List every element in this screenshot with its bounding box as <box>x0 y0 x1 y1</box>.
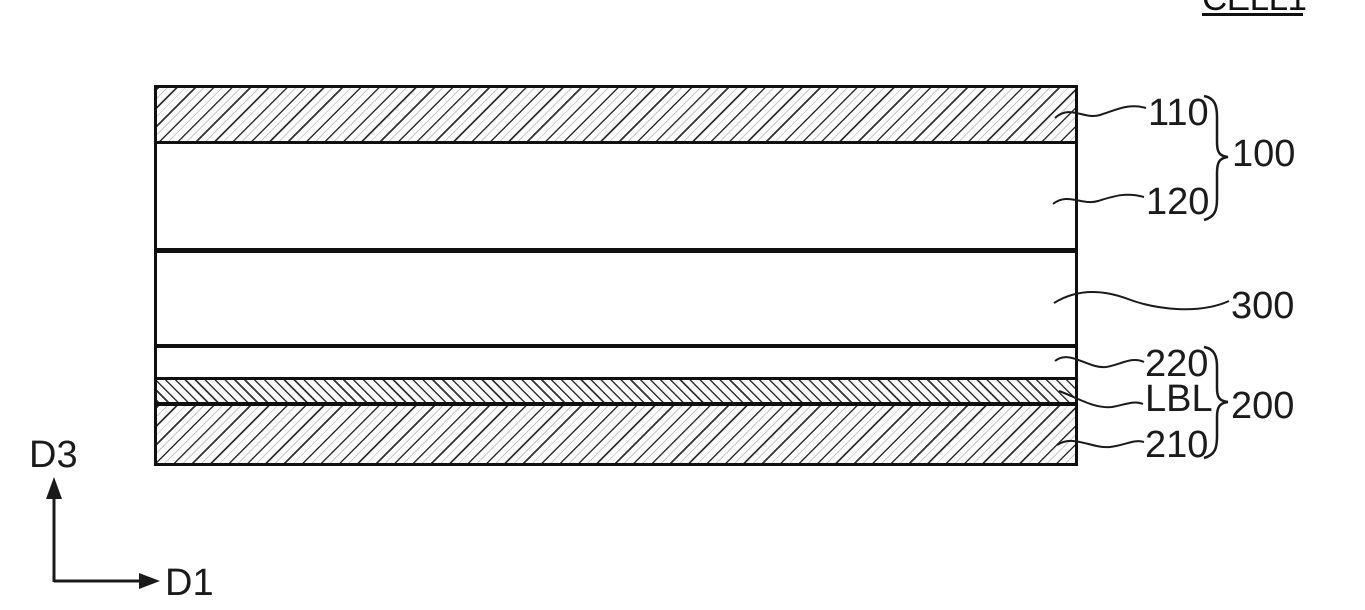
label-group-200: 200 <box>1231 385 1295 427</box>
label-layer-120: 120 <box>1146 181 1210 223</box>
layer-110 <box>157 88 1075 141</box>
label-layer-110: 110 <box>1148 92 1209 134</box>
layer-220 <box>157 348 1075 377</box>
layer-boundary-lbl-210 <box>157 402 1075 406</box>
label-layer-220: 220 <box>1145 343 1209 385</box>
label-axis-d3: D3 <box>29 434 78 476</box>
d3-axis-arrowhead <box>46 477 62 499</box>
leader-line-300 <box>1053 291 1230 311</box>
layer-boundary-300-220 <box>157 344 1075 348</box>
layer-boundary-120-300 <box>157 248 1075 253</box>
label-layer-lbl: LBL <box>1145 378 1213 420</box>
label-axis-d1: D1 <box>165 562 214 604</box>
label-layer-210: 210 <box>1145 424 1209 466</box>
label-group-100: 100 <box>1232 133 1296 175</box>
layer-300 <box>157 253 1075 344</box>
layer-lbl <box>157 380 1075 402</box>
axis-indicator <box>46 477 160 589</box>
d1-axis-arrowhead <box>139 573 160 589</box>
cross-section-diagram <box>154 85 1078 466</box>
figure-title-underline <box>1202 13 1303 16</box>
layer-120 <box>157 144 1075 248</box>
figure-title: CELL1 <box>1202 0 1307 16</box>
label-layer-300: 300 <box>1231 285 1295 327</box>
layer-boundary-110-120 <box>157 141 1075 144</box>
layer-boundary-220-lbl <box>157 377 1075 380</box>
layer-210 <box>157 406 1075 463</box>
